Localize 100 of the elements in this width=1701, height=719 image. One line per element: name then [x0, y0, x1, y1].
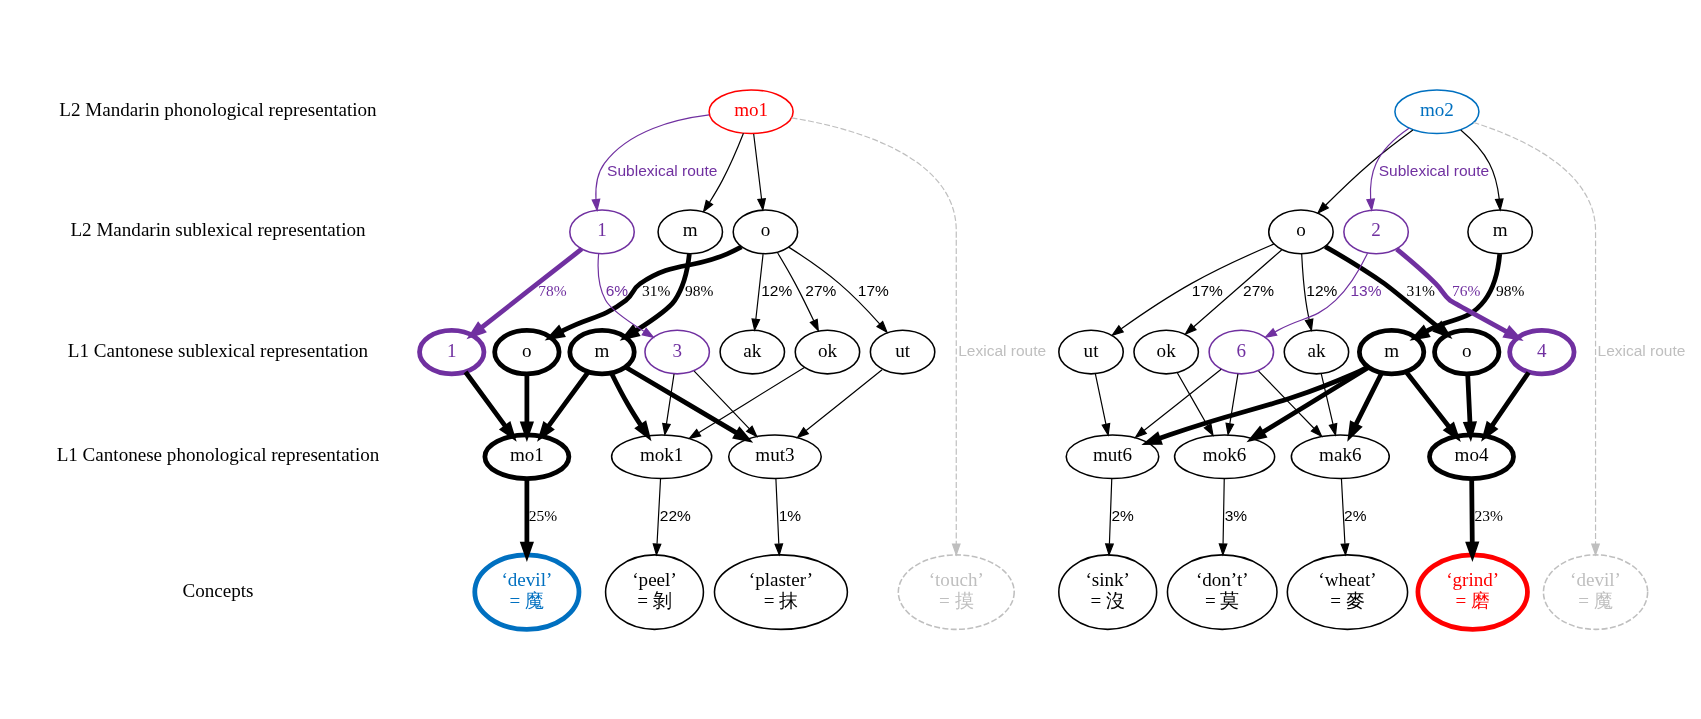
arrow	[1464, 478, 1479, 562]
edge-label: 98%	[1495, 282, 1524, 300]
arrow	[1094, 373, 1110, 437]
label: L2 Mandarin sublexical representation	[69, 219, 366, 241]
arrow	[1176, 372, 1214, 437]
arrow	[597, 253, 655, 339]
arrow	[519, 478, 534, 562]
node-ellipse: ok	[793, 329, 860, 375]
arrow	[536, 370, 590, 442]
label: L1 Cantonese phonological representation	[56, 444, 379, 466]
edge-label: 22%	[659, 506, 691, 524]
arrow	[1346, 371, 1384, 442]
arrow	[1320, 373, 1337, 437]
node-ellipse: mo1	[707, 89, 794, 135]
arrow	[790, 117, 961, 557]
node-ellipse: mut6	[1064, 434, 1160, 480]
arrow	[1409, 253, 1502, 341]
arrow	[1480, 371, 1531, 442]
arrow	[1218, 478, 1228, 557]
edge-label: 12%	[1305, 282, 1337, 300]
edge-label: 31%	[1406, 282, 1435, 300]
edge-label: Lexical route	[1597, 342, 1685, 360]
arrow	[590, 114, 710, 212]
edge-label: 98%	[684, 282, 713, 300]
node-ellipse: m	[1356, 327, 1426, 377]
arrow	[651, 478, 662, 557]
node-ellipse: 1	[568, 209, 635, 255]
arrow	[1365, 127, 1410, 212]
node-ellipse: o	[731, 209, 798, 255]
arrow	[1339, 478, 1349, 557]
arrow	[1462, 374, 1477, 442]
arrow	[1263, 252, 1368, 339]
arrow	[466, 247, 583, 340]
edge-label: 6%	[605, 282, 628, 300]
label: L2 Mandarin phonological representation	[58, 99, 377, 121]
node-ellipse: 6	[1207, 329, 1274, 375]
node-ellipse: mok1	[610, 434, 712, 480]
node-ellipse: ‘devil’ = 魔	[471, 552, 581, 632]
arrow	[624, 365, 753, 443]
edge-label: 2%	[1343, 506, 1366, 524]
node-ellipse: o	[491, 327, 561, 377]
node-ellipse: m	[1466, 209, 1533, 255]
arrow	[1133, 368, 1222, 439]
node-ellipse: ‘grind’ = 磨	[1415, 552, 1530, 632]
label: Concepts	[181, 579, 253, 601]
edge-label: 13%	[1349, 282, 1381, 300]
node-ellipse: 2	[1342, 209, 1409, 255]
arrow	[1183, 249, 1282, 336]
edge-label: Sublexical route	[606, 161, 717, 179]
arrow	[544, 244, 743, 341]
arrow	[619, 253, 692, 341]
arrow	[1257, 370, 1323, 438]
arrow	[1403, 370, 1461, 442]
arrow	[1110, 243, 1274, 337]
arrow	[787, 246, 888, 334]
arrow	[1323, 244, 1452, 340]
arrow	[1394, 247, 1524, 341]
arrow	[608, 372, 651, 442]
node-ellipse: ak	[718, 329, 785, 375]
arrow	[773, 478, 783, 557]
arrow	[776, 251, 819, 333]
node-ellipse: o	[1431, 327, 1501, 377]
node-ellipse: 3	[643, 329, 710, 375]
label: L1 Cantonese sublexical representation	[67, 339, 368, 361]
arrow	[795, 369, 883, 439]
edge-label: 2%	[1110, 506, 1134, 524]
node-ellipse: ak	[1282, 329, 1349, 375]
arrow	[1472, 121, 1600, 557]
arrow	[1224, 373, 1239, 437]
node-ellipse: mut3	[727, 434, 822, 480]
node-ellipse: o	[1267, 209, 1334, 255]
arrow	[1459, 129, 1504, 212]
arrow	[1140, 364, 1369, 445]
node-ellipse: mo1	[482, 432, 571, 481]
node-ellipse: ut	[869, 329, 936, 375]
node-ellipse: 4	[1506, 327, 1576, 377]
node-ellipse: ‘sink’ = 沒	[1057, 554, 1157, 631]
node-ellipse: m	[566, 327, 637, 377]
node-ellipse: ok	[1132, 329, 1199, 375]
arrow	[1316, 129, 1413, 215]
node-ellipse: m	[656, 209, 723, 255]
node-ellipse: mo4	[1426, 432, 1516, 481]
node-ellipse: ‘wheat’ = 麥	[1286, 554, 1408, 631]
edge-label: 27%	[804, 282, 836, 300]
node-ellipse: mak6	[1290, 434, 1390, 480]
node-ellipse: ‘peel’ = 剝	[604, 554, 704, 631]
edge-label: 76%	[1451, 282, 1480, 300]
edge-label: 17%	[1191, 282, 1223, 300]
node-ellipse: ‘touch’ = 摸	[897, 554, 1015, 631]
node-ellipse: ‘don’t’ = 莫	[1166, 554, 1278, 631]
arrow	[693, 370, 758, 438]
node-ellipse: ‘plaster’ = 抹	[713, 554, 848, 631]
node-ellipse: mo2	[1393, 89, 1480, 135]
arrow	[1300, 253, 1314, 333]
edge-label: Sublexical route	[1378, 161, 1489, 179]
arrow	[1104, 478, 1114, 557]
edge-label: 27%	[1242, 282, 1274, 300]
edge-label: Lexical route	[957, 342, 1046, 360]
arrow	[750, 253, 764, 332]
edge-label: 1%	[778, 506, 801, 524]
